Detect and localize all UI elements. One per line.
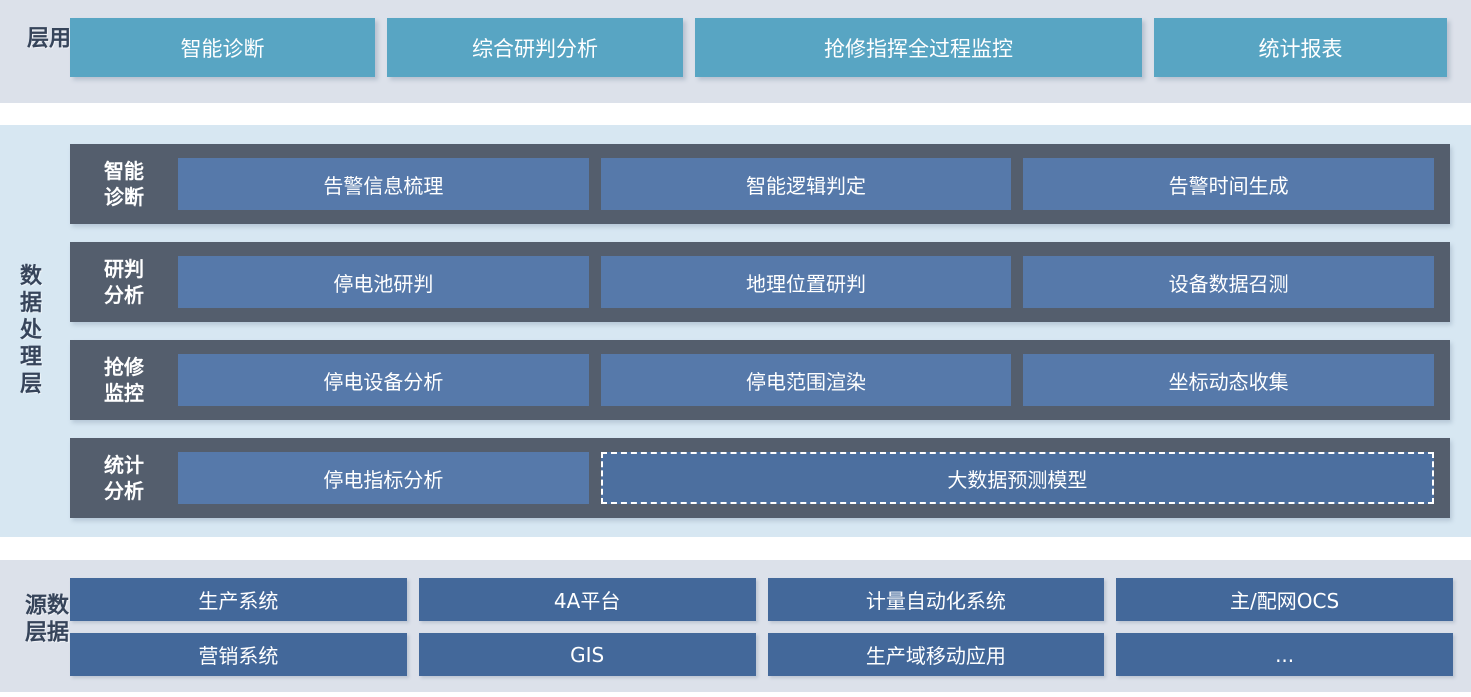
application-button-row: 智能诊断 综合研判分析 抢修指挥全过程监控 统计报表 [70, 18, 1447, 77]
block-intelligent-diagnosis: 智能诊断 [70, 18, 375, 77]
block-outage-range-rendering: 停电范围渲染 [600, 354, 1012, 406]
block-intelligent-logic-judgment: 智能逻辑判定 [600, 158, 1012, 210]
data-processing-layer-label: 数据处理层 [16, 263, 41, 399]
block-gis: GIS [418, 633, 756, 676]
data-processing-layer-band: 数据处理层 智能 诊断 告警信息梳理 智能逻辑判定 告警时间生成 研判 分析 停… [0, 125, 1471, 537]
row-items: 停电指标分析 大数据预测模型 [178, 452, 1434, 504]
row-label: 研判 分析 [104, 257, 144, 307]
block-alarm-time-generation: 告警时间生成 [1023, 158, 1435, 210]
processing-rows: 智能 诊断 告警信息梳理 智能逻辑判定 告警时间生成 研判 分析 停电池研判 地… [70, 144, 1450, 518]
block-outage-device-analysis: 停电设备分析 [178, 354, 589, 406]
block-coordinate-dynamic-collection: 坐标动态收集 [1023, 354, 1435, 406]
block-outage-indicator-analysis: 停电指标分析 [178, 452, 589, 504]
row-items: 停电池研判 地理位置研判 设备数据召测 [178, 256, 1435, 308]
block-production-system: 生产系统 [70, 578, 407, 621]
block-ellipsis-more: ... [1116, 633, 1453, 676]
block-outage-battery-judgment: 停电池研判 [178, 256, 589, 308]
row-statistics-analysis: 统计 分析 停电指标分析 大数据预测模型 [70, 438, 1450, 518]
block-geographic-location-judgment: 地理位置研判 [600, 256, 1012, 308]
block-repair-command-monitoring: 抢修指挥全过程监控 [695, 18, 1142, 77]
row-label: 智能 诊断 [104, 159, 144, 209]
data-source-layer-band: 数据源层 生产系统 4A平台 计量自动化系统 主/配网OCS 营销系统 GIS … [0, 560, 1471, 692]
block-alarm-info-sorting: 告警信息梳理 [178, 158, 589, 210]
block-statistics-report: 统计报表 [1154, 18, 1447, 77]
block-marketing-system: 营销系统 [70, 633, 407, 676]
block-bigdata-prediction-model: 大数据预测模型 [600, 452, 1434, 504]
block-comprehensive-analysis: 综合研判分析 [387, 18, 683, 77]
row-items: 告警信息梳理 智能逻辑判定 告警时间生成 [178, 158, 1435, 210]
row-repair-monitoring: 抢修 监控 停电设备分析 停电范围渲染 坐标动态收集 [70, 340, 1450, 420]
application-layer-band: 应用层 智能诊断 综合研判分析 抢修指挥全过程监控 统计报表 [0, 0, 1471, 103]
row-judgment-analysis: 研判 分析 停电池研判 地理位置研判 设备数据召测 [70, 242, 1450, 322]
data-source-grid: 生产系统 4A平台 计量自动化系统 主/配网OCS 营销系统 GIS 生产域移动… [70, 578, 1453, 676]
data-source-layer-label: 数据源层 [21, 593, 68, 647]
block-metering-automation-system: 计量自动化系统 [767, 578, 1105, 621]
block-4a-platform: 4A平台 [418, 578, 756, 621]
row-label: 抢修 监控 [104, 355, 144, 405]
row-label: 统计 分析 [104, 453, 144, 503]
row-items: 停电设备分析 停电范围渲染 坐标动态收集 [178, 354, 1435, 406]
row-intelligent-diagnosis: 智能 诊断 告警信息梳理 智能逻辑判定 告警时间生成 [70, 144, 1450, 224]
block-production-mobile-app: 生产域移动应用 [767, 633, 1105, 676]
block-device-data-call-measure: 设备数据召测 [1023, 256, 1435, 308]
block-main-distribution-ocs: 主/配网OCS [1116, 578, 1453, 621]
